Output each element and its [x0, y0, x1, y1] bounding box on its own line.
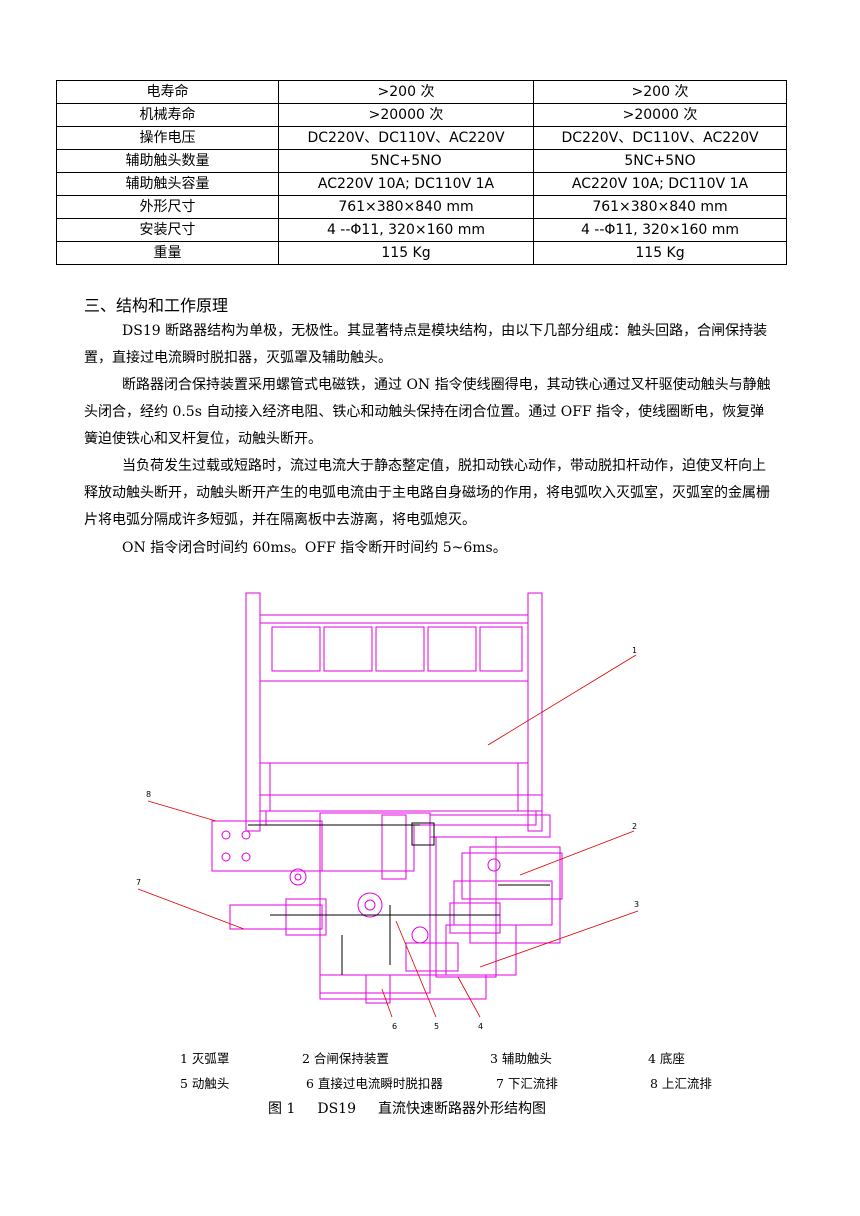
- spec-value: 5NC+5NO: [533, 149, 787, 173]
- paragraph-structure: DS19 断路器结构为单极，无极性。其显著特点是模块结构，由以下几部分组成：触头…: [84, 323, 768, 366]
- auxiliary-contact-block: [405, 942, 459, 972]
- spec-value: DC220V、DC110V、AC220V: [278, 126, 534, 150]
- paragraph-closing-mechanism: 断路器闭合保持装置采用螺管式电磁铁，通过 ON 指令使线圈得电，其动铁心通过叉杆…: [84, 377, 771, 447]
- callout-6: 6: [392, 1022, 397, 1031]
- callout-3: 3: [634, 900, 639, 909]
- paragraph-tripping: 当负荷发生过载或短路时，流过电流大于静态整定值，脱扣动铁心动作，带动脱扣杆动作，…: [84, 458, 770, 528]
- section-title: 三、结构和工作原理: [84, 296, 229, 315]
- callout-2: 2: [632, 822, 637, 831]
- legend-item-7: 7 下汇流排: [496, 1076, 558, 1091]
- spec-value: AC220V 10A; DC110V 1A: [278, 172, 534, 196]
- upper-busbar: [211, 820, 323, 872]
- spec-value: 115 Kg: [278, 241, 534, 265]
- base: [319, 974, 487, 1000]
- spec-row: 电寿命>200 次>200 次: [56, 80, 787, 104]
- spec-label: 机械寿命: [56, 103, 279, 127]
- callout-6-leader: [381, 988, 393, 1018]
- lower-busbar: [229, 904, 323, 930]
- legend-item-8: 8 上汇流排: [650, 1076, 712, 1091]
- spec-value: >200 次: [278, 80, 534, 104]
- spec-label: 安装尺寸: [56, 218, 279, 242]
- caption-model: DS19: [317, 1101, 356, 1117]
- paragraph-timing: ON 指令闭合时间约 60ms。OFF 指令断开时间约 5~6ms。: [122, 540, 507, 556]
- callout-1-leader: [487, 654, 637, 746]
- spec-row: 机械寿命>20000 次>20000 次: [56, 103, 787, 127]
- closing-coil-housing: [461, 852, 563, 900]
- spec-label: 操作电压: [56, 126, 279, 150]
- callout-2-leader: [519, 830, 635, 876]
- callout-8: 8: [146, 790, 151, 799]
- spec-value: AC220V 10A; DC110V 1A: [533, 172, 787, 196]
- callout-7-leader: [137, 888, 245, 930]
- spec-value: 761×380×840 mm: [278, 195, 534, 219]
- spec-value: 5NC+5NO: [278, 149, 534, 173]
- spec-label: 辅助触头容量: [56, 172, 279, 196]
- spec-label: 辅助触头数量: [56, 149, 279, 173]
- callout-8-leader: [147, 800, 217, 822]
- callout-4: 4: [478, 1022, 483, 1031]
- spec-value: 4 --Φ11, 320×160 mm: [278, 218, 534, 242]
- spec-label: 电寿命: [56, 80, 279, 104]
- legend-item-2: 2 合闸保持装置: [302, 1051, 389, 1066]
- spec-value: 4 --Φ11, 320×160 mm: [533, 218, 787, 242]
- arc-chute-body: [259, 622, 529, 764]
- callout-4-leader: [457, 976, 481, 1018]
- callout-3-leader: [479, 910, 639, 968]
- callout-1: 1: [632, 646, 637, 655]
- callout-5-leader: [395, 920, 437, 1018]
- legend-item-1: 1 灭弧罩: [180, 1051, 230, 1066]
- breaker-structure-drawing: 1 2 3 4 5 6 7 8: [136, 592, 639, 1031]
- figure-caption: 图 1 DS19 直流快速断路器外形结构图: [268, 1098, 546, 1118]
- spec-value: >20000 次: [278, 103, 534, 127]
- callout-5: 5: [434, 1022, 439, 1031]
- spec-value: >20000 次: [533, 103, 787, 127]
- spec-value: 761×380×840 mm: [533, 195, 787, 219]
- spec-label: 重量: [56, 241, 279, 265]
- spec-value: 115 Kg: [533, 241, 787, 265]
- frame-left-rail: [245, 592, 261, 832]
- spec-value: DC220V、DC110V、AC220V: [533, 126, 787, 150]
- spec-value: >200 次: [533, 80, 787, 104]
- legend-item-6: 6 直接过电流瞬时脱扣器: [306, 1076, 443, 1091]
- spec-label: 外形尺寸: [56, 195, 279, 219]
- legend-item-5: 5 动触头: [180, 1076, 230, 1091]
- caption-text: 直流快速断路器外形结构图: [378, 1101, 546, 1117]
- callout-7: 7: [136, 878, 141, 887]
- legend-item-4: 4 底座: [648, 1051, 685, 1066]
- caption-prefix: 图 1: [268, 1101, 296, 1117]
- legend-item-3: 3 辅助触头: [490, 1051, 552, 1066]
